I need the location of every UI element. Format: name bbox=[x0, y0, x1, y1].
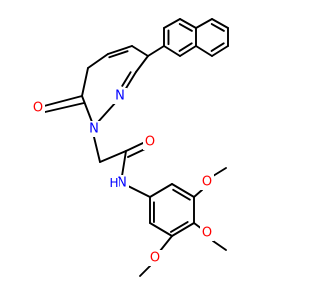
bond-ring bbox=[87, 53, 109, 69]
bond-ring-inner bbox=[108, 50, 129, 59]
bond-link bbox=[147, 45, 165, 57]
bond-chain bbox=[127, 185, 151, 198]
atom-n-ring-1: N bbox=[87, 121, 101, 137]
bond-ring bbox=[124, 71, 137, 91]
bond-phenyl bbox=[171, 222, 195, 237]
bond-ome bbox=[212, 240, 227, 251]
bond-phenyl-inner bbox=[172, 188, 191, 201]
bond-naph bbox=[163, 18, 181, 29]
atom-o-methoxy-1: O bbox=[200, 174, 214, 190]
bond-phenyl bbox=[149, 183, 173, 198]
bond-chain bbox=[93, 136, 101, 163]
bond-naph-inner bbox=[178, 42, 193, 52]
bond-phenyl bbox=[171, 183, 195, 198]
bond-naph bbox=[195, 45, 213, 57]
bond-ring bbox=[135, 55, 149, 73]
bond-chain bbox=[121, 150, 127, 177]
svg-text:N: N bbox=[117, 176, 127, 191]
bond-ring bbox=[81, 95, 93, 123]
bond-phenyl bbox=[149, 222, 173, 237]
bond-ring-inner bbox=[121, 71, 132, 87]
bond-ring bbox=[131, 45, 149, 57]
atom-nh-amide: N H bbox=[109, 175, 129, 191]
bond-naph-inner bbox=[210, 23, 225, 32]
bond-naph-inner bbox=[178, 23, 193, 32]
bond-naph bbox=[211, 45, 229, 57]
bond-ome bbox=[139, 265, 151, 277]
bond-co-inner bbox=[44, 102, 85, 113]
bond-naph bbox=[163, 45, 181, 57]
atom-n-ring-2: N bbox=[113, 88, 127, 104]
atom-label-layer: O N N O N H O O O bbox=[31, 88, 214, 266]
bond-naph bbox=[179, 18, 197, 29]
bond-naph-inner bbox=[210, 42, 225, 52]
bond-chain bbox=[99, 150, 127, 163]
atom-o-methoxy-2: O bbox=[200, 225, 214, 241]
bond-ring bbox=[107, 45, 133, 55]
svg-text:O: O bbox=[202, 175, 212, 190]
bond-co-inner bbox=[127, 148, 146, 158]
svg-text:O: O bbox=[150, 251, 160, 266]
molecule-structure: O N N O N H O O O bbox=[31, 18, 229, 277]
svg-text:O: O bbox=[145, 135, 155, 150]
svg-text:N: N bbox=[115, 89, 125, 104]
bond-phenyl-inner bbox=[169, 221, 189, 233]
bond-ring bbox=[97, 101, 117, 123]
bond-ome bbox=[212, 167, 227, 177]
atom-o-carbonyl-ring: O bbox=[31, 100, 45, 116]
bond-naph bbox=[211, 18, 229, 29]
bond-naph bbox=[195, 18, 213, 29]
svg-text:O: O bbox=[33, 101, 43, 116]
bond-co bbox=[43, 95, 83, 107]
atom-o-amide: O bbox=[143, 134, 157, 150]
bond-ome bbox=[193, 189, 203, 198]
bond-ring bbox=[81, 67, 89, 97]
bond-ome bbox=[159, 235, 173, 252]
svg-text:N: N bbox=[89, 122, 99, 137]
bond-co bbox=[125, 142, 144, 152]
atom-o-methoxy-3: O bbox=[148, 250, 162, 266]
svg-text:O: O bbox=[202, 226, 212, 241]
bond-layer bbox=[43, 18, 229, 277]
bond-naph bbox=[179, 45, 197, 57]
svg-text:H: H bbox=[109, 176, 118, 190]
